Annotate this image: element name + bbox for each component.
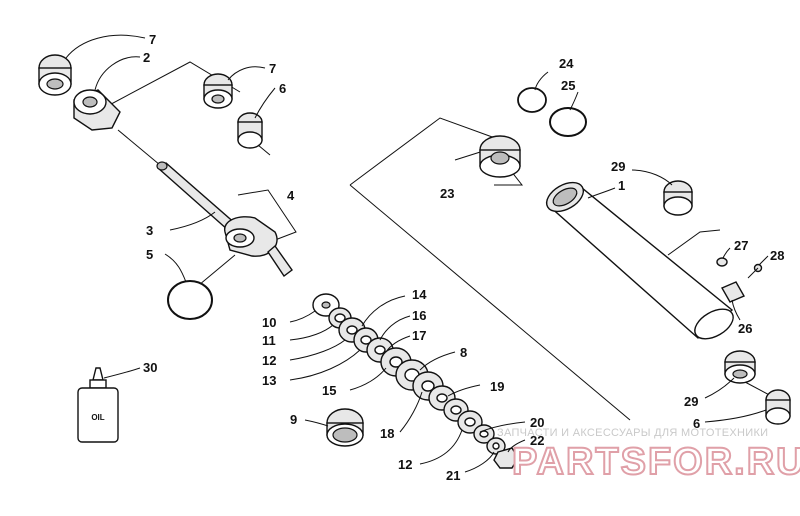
leader-21 [464, 451, 495, 473]
body-outline-lower [349, 184, 631, 421]
callout-28: 28 [770, 248, 784, 263]
part-27-cap [716, 257, 728, 267]
part-5-o-ring [167, 280, 213, 320]
leader-13 [289, 349, 361, 381]
callout-16: 16 [412, 308, 426, 323]
callout-14: 14 [412, 287, 427, 302]
callout-5: 5 [146, 247, 153, 262]
part-29-bushing-top [663, 180, 693, 216]
callout-1: 1 [618, 178, 625, 193]
part-23-cap [479, 135, 521, 178]
callout-10: 10 [262, 315, 276, 330]
callout-8: 8 [460, 345, 467, 360]
leader-29b [704, 377, 735, 399]
watermark-caption: ЗАПЧАСТИ И АКСЕССУАРЫ ДЛЯ МОТОТЕХНИКИ [497, 427, 768, 439]
oil-bottle-text: OIL [91, 413, 104, 422]
leader-7b [227, 66, 266, 81]
leader-6b [704, 409, 767, 423]
leader-26 [731, 299, 741, 321]
leader-20 [479, 421, 526, 433]
part-6-sleeve [237, 112, 271, 156]
part-4-piston-body [224, 216, 293, 278]
leader-15 [349, 367, 387, 391]
leader-8 [419, 351, 456, 371]
leader-18 [399, 391, 423, 433]
callout-3: 3 [146, 223, 153, 238]
leader-29a [631, 169, 673, 186]
callout-27: 27 [734, 238, 748, 253]
callout-23: 23 [440, 186, 454, 201]
leader-12b [419, 429, 463, 465]
part-9-ring [326, 408, 364, 447]
callout-30: 30 [143, 360, 157, 375]
callout-13: 13 [262, 373, 276, 388]
part-7-bushing-right [203, 73, 233, 109]
callout-29-top: 29 [611, 159, 625, 174]
leader-5 [164, 253, 187, 283]
callout-12-upper: 12 [262, 353, 276, 368]
callout-2: 2 [143, 50, 150, 65]
leader-3 [169, 211, 216, 231]
leader-25 [569, 91, 579, 111]
callout-21: 21 [446, 468, 460, 483]
callout-29-bottom: 29 [684, 394, 698, 409]
leader-30 [103, 367, 141, 379]
callout-4: 4 [287, 188, 295, 203]
part-1-shock-body [545, 181, 734, 340]
part-30-oil-bottle: OIL [77, 367, 119, 443]
part-29-bushing-bottom [724, 350, 756, 384]
leader-28 [758, 255, 769, 266]
rod-axis-line [117, 129, 161, 166]
leader-1 [587, 187, 616, 199]
part-6-sleeve-bottom [765, 389, 791, 425]
leader-16 [379, 315, 411, 341]
part-26-valve [721, 281, 745, 303]
watermark-logo: PARTSFOR.RU [512, 441, 800, 483]
bracket-body [349, 117, 496, 186]
part-22-nut [493, 447, 519, 469]
callout-17: 17 [412, 328, 426, 343]
leader-12a [289, 339, 346, 361]
shim-stack [312, 293, 506, 455]
callout-20: 20 [530, 415, 544, 430]
callout-11: 11 [262, 333, 276, 348]
callout-12-lower: 12 [398, 457, 412, 472]
callout-24: 24 [559, 56, 574, 71]
leader-17 [385, 335, 411, 353]
leader-19 [447, 384, 481, 397]
part-24-ring [517, 87, 547, 113]
callout-22: 22 [530, 433, 544, 448]
leader-27 [722, 247, 731, 259]
leader-24 [534, 71, 549, 91]
part-28-screw [747, 263, 763, 279]
callout-7-top: 7 [149, 32, 156, 47]
callout-6-bottom: 6 [693, 416, 700, 431]
callout-6-top: 6 [279, 81, 286, 96]
callout-9: 9 [290, 412, 297, 427]
leader-22 [507, 439, 526, 453]
leader-6a [254, 87, 276, 119]
part-25-ring [549, 107, 587, 137]
bracket-right [667, 229, 721, 256]
callout-19: 19 [490, 379, 504, 394]
leader-7a [65, 34, 146, 59]
callout-25: 25 [561, 78, 575, 93]
callout-26: 26 [738, 321, 752, 336]
callout-15: 15 [322, 383, 336, 398]
part-2-eyelet [73, 89, 121, 131]
leader-10 [289, 310, 316, 323]
leader-2 [94, 56, 141, 91]
leader-9 [304, 419, 329, 427]
callout-7-right: 7 [269, 61, 276, 76]
callout-18: 18 [380, 426, 394, 441]
bracket-piston [237, 189, 297, 241]
leader-11 [289, 324, 334, 341]
leader-14 [361, 295, 406, 327]
part-7-bushing [38, 54, 72, 96]
